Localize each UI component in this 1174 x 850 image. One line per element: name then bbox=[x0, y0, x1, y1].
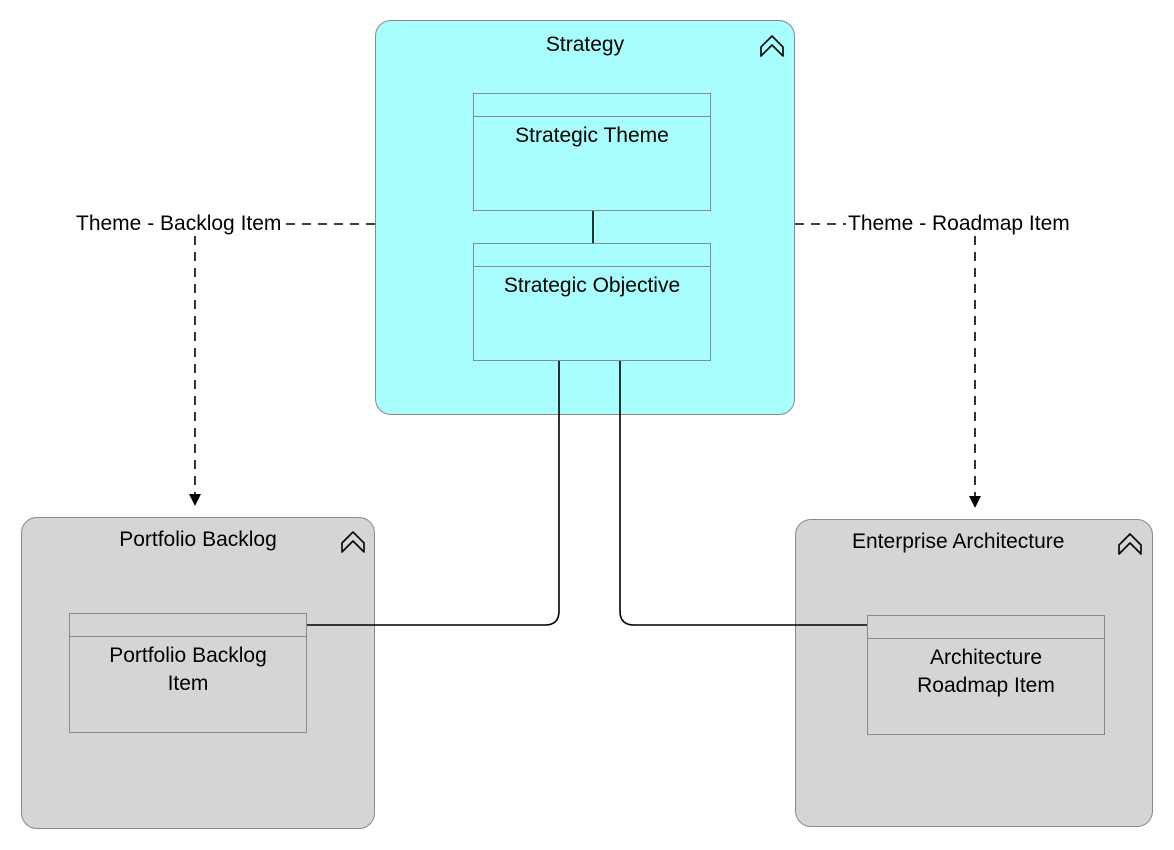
strategic-theme-label: Strategic Theme bbox=[515, 124, 669, 147]
objective-backlog-item-connector[interactable] bbox=[307, 361, 560, 626]
objective-roadmap-item-connector[interactable] bbox=[619, 361, 867, 626]
architecture-roadmap-item-box[interactable]: Architecture Roadmap Item bbox=[867, 615, 1105, 735]
theme-roadmap-item-label: Theme - Roadmap Item bbox=[846, 212, 1072, 236]
architecture-roadmap-item-label: Architecture Roadmap Item bbox=[874, 644, 1098, 700]
item-header-bar bbox=[474, 94, 710, 117]
label-line: Architecture bbox=[929, 646, 1043, 669]
chevron-up-icon bbox=[341, 531, 365, 553]
theme-roadmap-item-connector[interactable] bbox=[795, 223, 981, 508]
item-header-bar bbox=[474, 244, 710, 267]
item-header-bar bbox=[70, 614, 306, 637]
portfolio-backlog-item-box[interactable]: Portfolio Backlog Item bbox=[69, 613, 307, 733]
strategy-group-title: Strategy bbox=[545, 33, 625, 56]
strategic-theme-box[interactable]: Strategic Theme bbox=[473, 93, 711, 211]
chevron-up-icon bbox=[1118, 533, 1142, 555]
chevron-up-icon bbox=[760, 35, 784, 57]
portfolio-backlog-group-title: Portfolio Backlog bbox=[119, 528, 277, 551]
strategic-objective-label: Strategic Objective bbox=[503, 274, 681, 297]
enterprise-architecture-group-title: Enterprise Architecture bbox=[852, 530, 1065, 553]
item-header-bar bbox=[868, 616, 1104, 639]
portfolio-backlog-item-label: Portfolio Backlog Item bbox=[76, 642, 300, 698]
strategic-objective-box[interactable]: Strategic Objective bbox=[473, 243, 711, 361]
theme-backlog-item-label: Theme - Backlog Item bbox=[74, 212, 284, 236]
label-line: Item bbox=[167, 672, 209, 695]
label-line: Roadmap Item bbox=[917, 674, 1055, 697]
theme-backlog-item-connector[interactable] bbox=[189, 223, 375, 506]
label-line: Portfolio Backlog bbox=[109, 644, 267, 667]
